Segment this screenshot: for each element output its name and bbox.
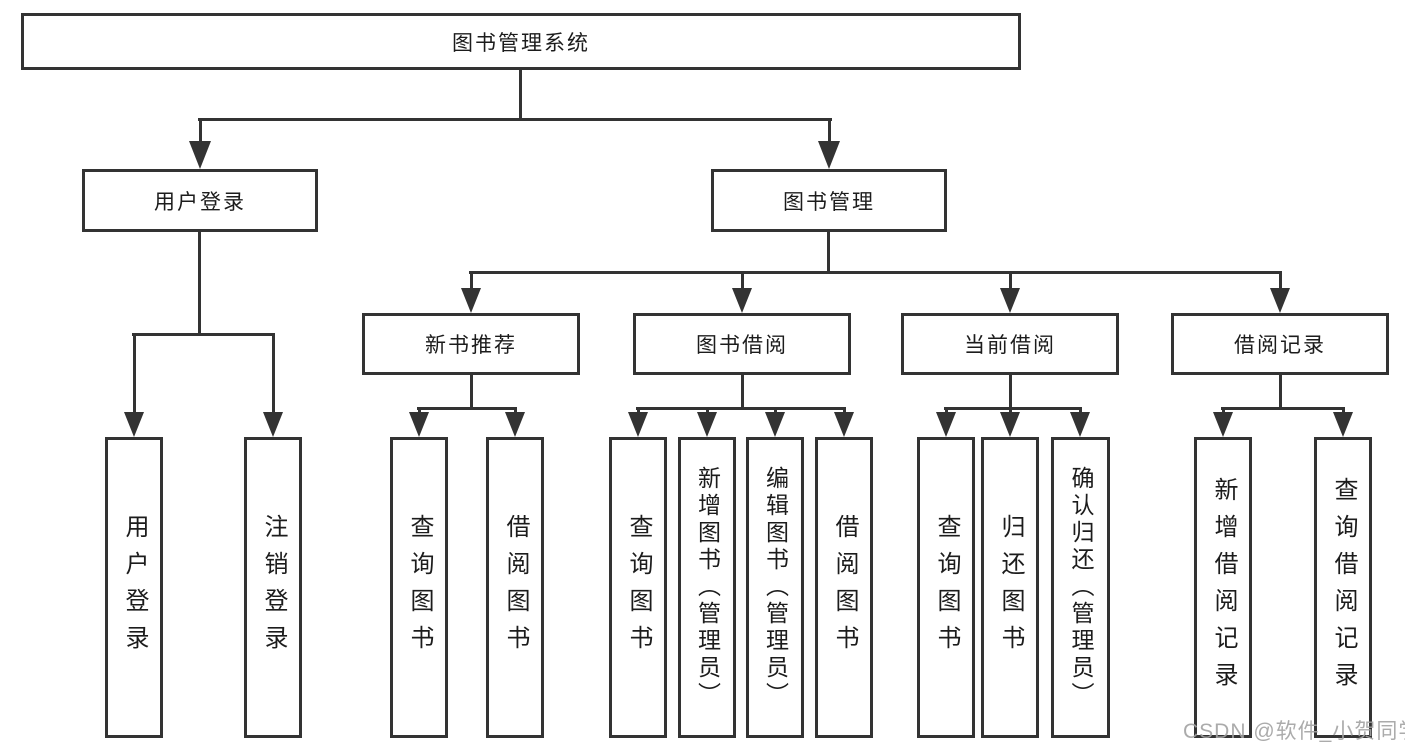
node-book-management: 图书管理 xyxy=(711,169,947,232)
connector-leaf-drop xyxy=(272,333,275,413)
arrow-down-icon xyxy=(936,412,956,437)
leaf-user-login: 用户登录 xyxy=(105,437,163,738)
leaf-logout: 注销登录 xyxy=(244,437,302,738)
leaf-label: 新增图书（管理员） xyxy=(694,466,721,709)
connector-user-login-drop xyxy=(199,118,202,144)
connector-new-book-stem xyxy=(470,375,473,409)
arrow-down-icon xyxy=(1333,412,1353,437)
connector-new-book-rail xyxy=(417,407,517,410)
connector-borrow-records-stem xyxy=(1279,375,1282,409)
leaf-label: 确认归还（管理员） xyxy=(1068,466,1094,709)
connector-book-borrow-rail xyxy=(636,407,846,410)
connector-current-borrow-stem xyxy=(1009,375,1012,409)
node-current-borrow-label: 当前借阅 xyxy=(964,334,1056,357)
connector-section-drop xyxy=(741,271,744,291)
leaf-borrow-books: 借阅图书 xyxy=(815,437,873,738)
leaf-label: 编辑图书（管理员） xyxy=(762,466,789,709)
leaf-label: 用户登录 xyxy=(121,513,148,662)
connector-leaf-drop xyxy=(418,407,421,415)
leaf-query-books-newbook: 查询图书 xyxy=(390,437,448,738)
node-root-label: 图书管理系统 xyxy=(452,31,590,55)
arrow-down-icon xyxy=(1070,412,1090,437)
leaf-edit-books-admin: 编辑图书（管理员） xyxy=(746,437,804,738)
leaf-add-borrow-record: 新增借阅记录 xyxy=(1194,437,1252,738)
connector-leaf-drop xyxy=(1079,407,1082,415)
leaf-query-borrow-record: 查询借阅记录 xyxy=(1314,437,1372,738)
arrow-down-icon xyxy=(628,412,648,437)
leaf-confirm-return-admin: 确认归还（管理员） xyxy=(1051,437,1110,738)
leaf-borrow-books-newbook: 借阅图书 xyxy=(486,437,544,738)
arrow-down-icon xyxy=(697,412,717,437)
connector-leaf-drop xyxy=(1342,407,1345,415)
node-user-login-label: 用户登录 xyxy=(154,190,246,214)
arrow-down-icon xyxy=(189,141,211,169)
node-book-borrow-label: 图书借阅 xyxy=(696,334,788,357)
connector-leaf-drop xyxy=(637,407,640,415)
node-new-book-label: 新书推荐 xyxy=(425,334,517,357)
leaf-query-books-borrow: 查询图书 xyxy=(609,437,667,738)
connector-leaf-drop xyxy=(945,407,948,415)
node-book-borrow: 图书借阅 xyxy=(633,313,851,375)
arrow-down-icon xyxy=(263,412,283,437)
connector-leaf-drop xyxy=(774,407,777,415)
connector-book-borrow-stem xyxy=(741,375,744,409)
leaf-label: 借阅图书 xyxy=(502,513,529,662)
connector-section-drop xyxy=(1279,271,1282,291)
leaf-label: 查询借阅记录 xyxy=(1330,476,1357,699)
arrow-down-icon xyxy=(1213,412,1233,437)
connector-user-login-stem xyxy=(198,232,201,334)
leaf-label: 归还图书 xyxy=(997,513,1024,662)
node-borrow-records: 借阅记录 xyxy=(1171,313,1389,375)
arrow-down-icon xyxy=(461,288,481,313)
node-user-login: 用户登录 xyxy=(82,169,318,232)
leaf-label: 查询图书 xyxy=(406,513,433,662)
connector-level3-rail xyxy=(469,271,1282,274)
arrow-down-icon xyxy=(505,412,525,437)
connector-section-drop xyxy=(470,271,473,291)
connector-leaf-drop xyxy=(843,407,846,415)
connector-leaf-drop xyxy=(514,407,517,415)
leaf-label: 查询图书 xyxy=(933,513,960,662)
arrow-down-icon xyxy=(1000,412,1020,437)
node-new-book-recommend: 新书推荐 xyxy=(362,313,580,375)
arrow-down-icon xyxy=(765,412,785,437)
leaf-return-books: 归还图书 xyxy=(981,437,1039,738)
connector-book-mgmt-stem xyxy=(827,232,830,273)
connector-borrow-records-rail xyxy=(1221,407,1345,410)
arrow-down-icon xyxy=(1000,288,1020,313)
node-borrow-records-label: 借阅记录 xyxy=(1234,334,1326,357)
arrow-down-icon xyxy=(409,412,429,437)
connector-level2-rail xyxy=(198,118,832,121)
leaf-label: 新增借阅记录 xyxy=(1210,476,1237,699)
leaf-label: 借阅图书 xyxy=(831,513,858,662)
node-book-management-label: 图书管理 xyxy=(783,190,875,214)
node-current-borrow: 当前借阅 xyxy=(901,313,1119,375)
connector-section-drop xyxy=(1009,271,1012,291)
arrow-down-icon xyxy=(124,412,144,437)
arrow-down-icon xyxy=(818,141,840,169)
connector-leaf-drop xyxy=(133,333,136,413)
arrow-down-icon xyxy=(834,412,854,437)
connector-book-mgmt-drop xyxy=(828,118,831,144)
leaf-query-books-current: 查询图书 xyxy=(917,437,975,738)
connector-user-login-rail xyxy=(132,333,275,336)
arrow-down-icon xyxy=(732,288,752,313)
leaf-label: 查询图书 xyxy=(625,513,652,662)
leaf-label: 注销登录 xyxy=(260,513,287,662)
connector-root-stem xyxy=(519,70,522,119)
leaf-add-books-admin: 新增图书（管理员） xyxy=(678,437,736,738)
csdn-watermark: CSDN @软件_小贺同学 xyxy=(1183,720,1405,743)
connector-leaf-drop xyxy=(1222,407,1225,415)
arrow-down-icon xyxy=(1270,288,1290,313)
connector-leaf-drop xyxy=(706,407,709,415)
connector-current-borrow-rail xyxy=(944,407,1082,410)
node-root: 图书管理系统 xyxy=(21,13,1021,70)
connector-leaf-drop xyxy=(1009,407,1012,415)
